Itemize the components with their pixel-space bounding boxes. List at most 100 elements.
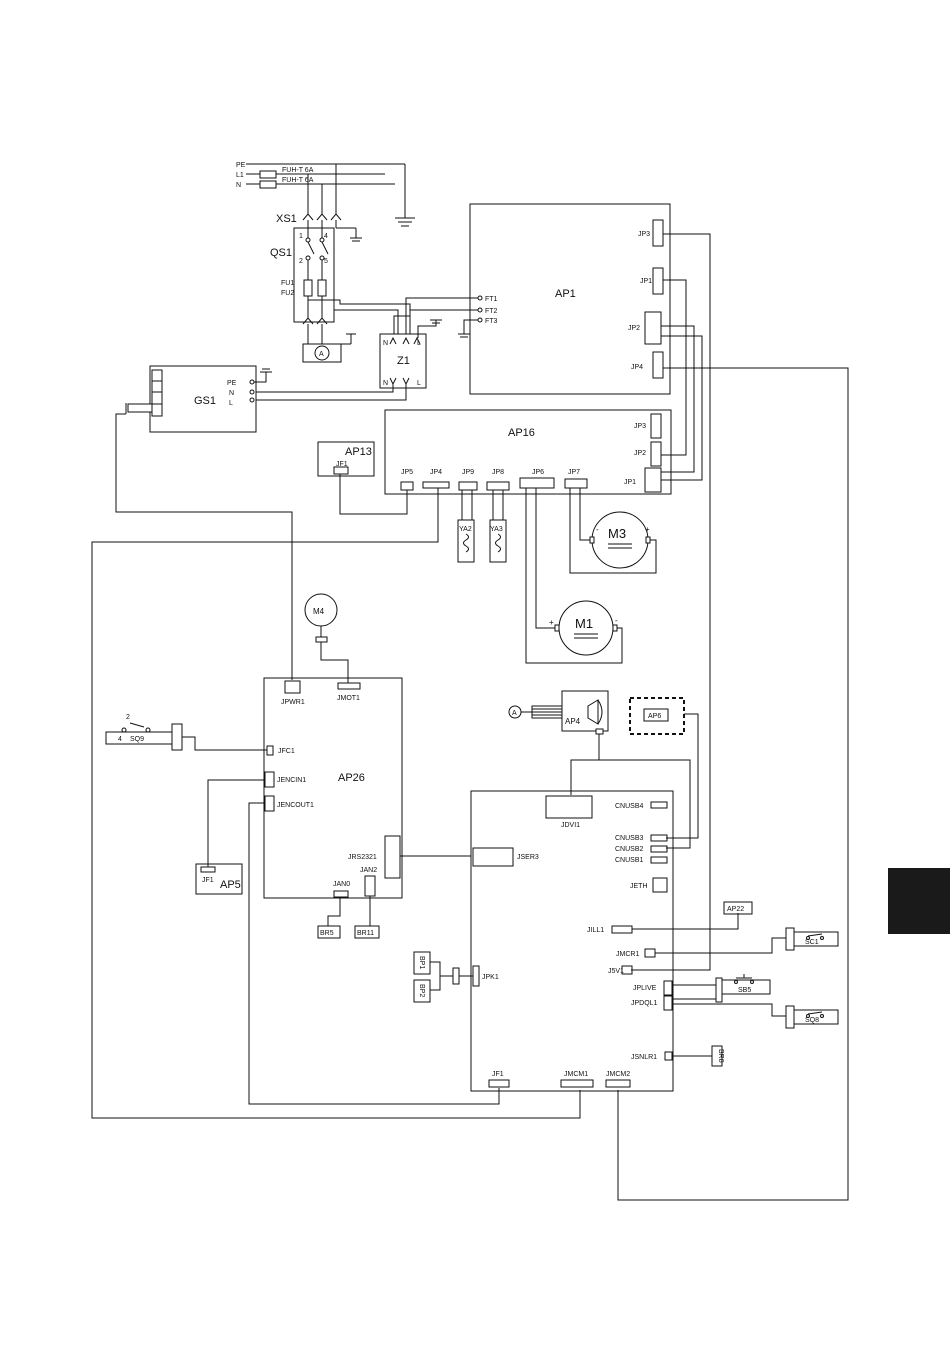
fu1-fuse xyxy=(303,279,313,297)
cnusb2-label: CNUSB2 xyxy=(615,846,644,853)
fuse-n xyxy=(259,180,277,189)
ap4-box xyxy=(561,690,609,732)
jf1-main-label: JF1 xyxy=(492,1071,504,1078)
br11-box xyxy=(354,925,380,939)
ap26-jfc1 xyxy=(266,745,274,756)
ap1-jp4-label: JP4 xyxy=(631,364,643,371)
br11-label: BR11 xyxy=(357,930,374,937)
m4-motor: M4 xyxy=(304,593,349,683)
ap13-label: AP13 xyxy=(345,446,372,458)
a-mark-2: A xyxy=(512,710,517,717)
gs1-supply: GS1 PE N L xyxy=(115,365,293,680)
br5-label: BR5 xyxy=(320,930,334,937)
ap1-jp4 xyxy=(652,351,664,379)
ap1-jp2 xyxy=(644,311,662,345)
fu1-label: FU1 xyxy=(281,280,294,287)
jplive xyxy=(663,980,673,996)
ap1-label: AP1 xyxy=(555,288,576,300)
ap26-jrs2321 xyxy=(384,835,401,879)
jpdql1-label: JPDQL1 xyxy=(631,1000,658,1007)
qs1-pin-2: 2 xyxy=(299,258,303,265)
jpk1 xyxy=(472,965,480,987)
m1-motor: M1 + - xyxy=(525,488,623,664)
ap16-jp9-label: JP9 xyxy=(462,469,474,476)
ap1-jp3-label: JP3 xyxy=(638,231,650,238)
fu2-label: FU2 xyxy=(281,290,294,297)
a-mark-1: A xyxy=(319,351,324,358)
cnusb2 xyxy=(650,845,668,853)
n-label: N xyxy=(236,182,241,189)
z1-l-bot: L xyxy=(417,380,421,387)
jser3 xyxy=(472,847,514,867)
ap22-label: AP22 xyxy=(727,906,744,913)
ap26-jencout1 xyxy=(264,795,275,812)
j5v1-label: J5V1 xyxy=(608,968,624,975)
ap16-jp7-label: JP7 xyxy=(568,469,580,476)
ap26-jencin1 xyxy=(264,771,275,788)
bp1-label: BP1 xyxy=(418,956,425,969)
ap26-board: AP26 JPWR1 JMOT1 JFC1 JENCIN1 JENCOUT1 J… xyxy=(207,677,500,1105)
ap16-jp8 xyxy=(486,481,510,491)
ya2-label: YA2 xyxy=(459,526,472,533)
ap16-box xyxy=(384,409,672,495)
jser3-label: JSER3 xyxy=(517,854,539,861)
jeth-label: JETH xyxy=(630,883,648,890)
z1-n-top: N xyxy=(383,340,388,347)
ap26-jan0 xyxy=(333,890,349,898)
a-circle-1 xyxy=(314,345,330,361)
ap16-jp1 xyxy=(644,467,662,493)
ap5-jf1 xyxy=(200,866,216,873)
ap16-jp1-label: JP1 xyxy=(624,479,636,486)
xs1-qs1-block: XS1 QS1 FU1 FU2 1 4 2 5 xyxy=(270,213,411,363)
gs1-n: N xyxy=(229,390,234,397)
br5-box xyxy=(317,925,341,939)
ap16-jp4 xyxy=(422,481,450,489)
qs1-label: QS1 xyxy=(270,247,292,259)
bp1-box xyxy=(413,951,431,975)
pe-label: PE xyxy=(236,162,246,169)
ap16-jp2-label: JP2 xyxy=(634,450,646,457)
ap4-speaker: A AP4 xyxy=(508,690,609,795)
ap5-box xyxy=(195,863,243,895)
jmcr1 xyxy=(644,948,656,958)
bp2-label: BP2 xyxy=(418,984,425,997)
ap1-ft1: FT1 xyxy=(485,296,498,303)
ap16-jp8-label: JP8 xyxy=(492,469,504,476)
cnusb4 xyxy=(650,801,668,809)
ap26-jan2 xyxy=(364,875,376,897)
ap1-jp2-label: JP2 xyxy=(628,325,640,332)
m4-label: M4 xyxy=(313,607,325,616)
jeth xyxy=(652,877,668,893)
ap1-jp3 xyxy=(652,219,664,247)
qs1-pin-1: 1 xyxy=(299,233,303,240)
jsnlr1-label: JSNLR1 xyxy=(631,1054,657,1061)
ap26-jrs2321-label: JRS2321 xyxy=(348,854,377,861)
ap22-box xyxy=(723,901,753,915)
ap26-jmot1 xyxy=(337,682,361,690)
ap13-board: AP13 JF1 xyxy=(317,441,375,477)
gs1-label: GS1 xyxy=(194,395,216,407)
ap26-box xyxy=(263,677,403,899)
jmcr1-label: JMCR1 xyxy=(616,951,639,958)
z1-box xyxy=(379,333,427,389)
m1-minus: - xyxy=(615,616,618,625)
cnusb4-label: CNUSB4 xyxy=(615,803,644,810)
ap26-jan0-label: JAN0 xyxy=(333,881,350,888)
fuse-l1-label: FUH-T 6A xyxy=(282,167,314,174)
m3-plus: + xyxy=(645,525,650,534)
jdvi1-label: JDVI1 xyxy=(561,822,580,829)
ap13-box xyxy=(317,441,375,477)
ap16-jp5 xyxy=(400,481,414,491)
ap26-jpwr1-label: JPWR1 xyxy=(281,699,305,706)
page-side-tab xyxy=(888,868,950,934)
main-board: JDVI1 CNUSB4 CNUSB3 CNUSB2 CNUSB1 JETH J… xyxy=(430,759,786,1092)
sc1-switch: SC1 xyxy=(785,927,839,951)
cnusb1 xyxy=(650,856,668,864)
ap26-jencout1-label: JENCOUT1 xyxy=(277,802,314,809)
qs1-pin-5: 5 xyxy=(324,258,328,265)
ya2-coil xyxy=(457,519,475,563)
fu2-fuse xyxy=(317,279,327,297)
br8-box xyxy=(711,1045,723,1067)
sq8-label: SQ8 xyxy=(805,1017,819,1024)
jmcm1 xyxy=(560,1079,594,1088)
